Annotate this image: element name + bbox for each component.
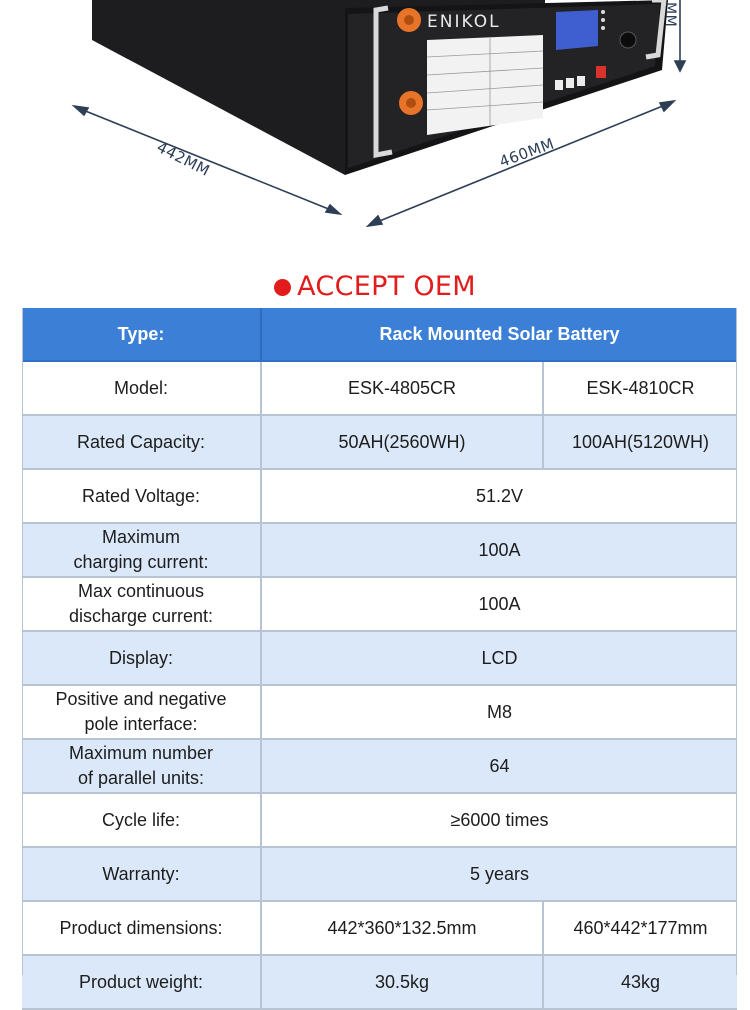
oem-heading-text: ACCEPT OEM bbox=[297, 270, 476, 302]
row-label: Maximum number of parallel units: bbox=[68, 743, 214, 788]
column-divider bbox=[260, 470, 262, 522]
row-value: 64 bbox=[489, 755, 510, 776]
battery-illustration bbox=[71, 0, 687, 228]
column-divider bbox=[260, 632, 262, 684]
row-label: Maximum charging current: bbox=[73, 527, 209, 572]
column-divider bbox=[542, 416, 544, 468]
oem-heading: ACCEPT OEM bbox=[0, 265, 750, 307]
row-value-secondary: 43kg bbox=[620, 971, 661, 992]
bullet-dot-icon bbox=[274, 279, 292, 296]
row-value: 51.2V bbox=[475, 485, 524, 506]
row-label: Model: bbox=[113, 377, 169, 398]
column-divider bbox=[260, 956, 262, 1008]
column-divider bbox=[260, 362, 262, 414]
column-divider bbox=[542, 362, 544, 414]
table-row: Rated Voltage: 51.2V bbox=[22, 470, 737, 524]
table-row: Maximum number of parallel units: 64 bbox=[22, 740, 737, 794]
row-label: Max continuous discharge current: bbox=[68, 581, 214, 626]
table-row: Max continuous discharge current: 100A bbox=[22, 578, 737, 632]
table-row: Cycle life: ≥6000 times bbox=[22, 794, 737, 848]
row-value-secondary: 460*442*177mm bbox=[573, 917, 708, 938]
row-value-primary: 50AH(2560WH) bbox=[338, 431, 466, 452]
table-row: Positive and negative pole interface: M8 bbox=[22, 686, 737, 740]
row-value-primary: 442*360*132.5mm bbox=[327, 917, 477, 938]
column-divider bbox=[260, 794, 262, 846]
row-value: LCD bbox=[481, 647, 518, 668]
row-label: Display: bbox=[108, 647, 174, 668]
table-row: Warranty: 5 years bbox=[22, 848, 737, 902]
row-label: Rated Capacity: bbox=[76, 431, 206, 452]
column-divider bbox=[542, 902, 544, 954]
table-row: Maximum charging current: 100A bbox=[22, 524, 737, 578]
column-divider bbox=[260, 902, 262, 954]
table-row: Product weight: 30.5kg 43kg bbox=[22, 956, 737, 1010]
row-label: Product weight: bbox=[78, 971, 204, 992]
column-divider bbox=[260, 848, 262, 900]
row-label: Warranty: bbox=[102, 863, 180, 884]
table-row: Display: LCD bbox=[22, 632, 737, 686]
row-value: M8 bbox=[486, 701, 512, 722]
height-dimension-label: MM bbox=[662, 2, 678, 28]
table-row: Model: ESK-4805CR ESK-4810CR bbox=[22, 362, 737, 416]
row-label: Positive and negative pole interface: bbox=[55, 689, 227, 734]
row-label: Cycle life: bbox=[101, 809, 181, 830]
row-label: Rated Voltage: bbox=[81, 485, 201, 506]
column-divider bbox=[542, 956, 544, 1008]
column-divider bbox=[260, 578, 262, 630]
row-value-primary: 30.5kg bbox=[374, 971, 430, 992]
row-value: ≥6000 times bbox=[450, 809, 549, 830]
header-label: Type: bbox=[117, 323, 165, 344]
column-divider bbox=[260, 740, 262, 792]
column-divider bbox=[260, 308, 262, 360]
row-value-primary: ESK-4805CR bbox=[347, 377, 457, 398]
table-row: Product dimensions: 442*360*132.5mm 460*44… bbox=[22, 902, 737, 956]
row-value-secondary: ESK-4810CR bbox=[586, 377, 695, 398]
row-value: 100A bbox=[478, 539, 521, 560]
header-value: Rack Mounted Solar Battery bbox=[379, 323, 620, 344]
row-label: Product dimensions: bbox=[59, 917, 223, 938]
row-value: 5 years bbox=[469, 863, 530, 884]
table-header-row: Type: Rack Mounted Solar Battery bbox=[22, 308, 737, 362]
row-value-secondary: 100AH(5120WH) bbox=[571, 431, 710, 452]
row-value: 100A bbox=[478, 593, 521, 614]
column-divider bbox=[260, 524, 262, 576]
column-divider bbox=[260, 686, 262, 738]
table-row: Rated Capacity: 50AH(2560WH) 100AH(5120WH) bbox=[22, 416, 737, 470]
spec-table: Type: Rack Mounted Solar Battery Model: E… bbox=[22, 308, 737, 1010]
brand-logo-text: ENIKOL bbox=[427, 12, 501, 32]
column-divider bbox=[260, 416, 262, 468]
product-image: ENIKOL 442MM 460MM MM bbox=[0, 0, 750, 262]
